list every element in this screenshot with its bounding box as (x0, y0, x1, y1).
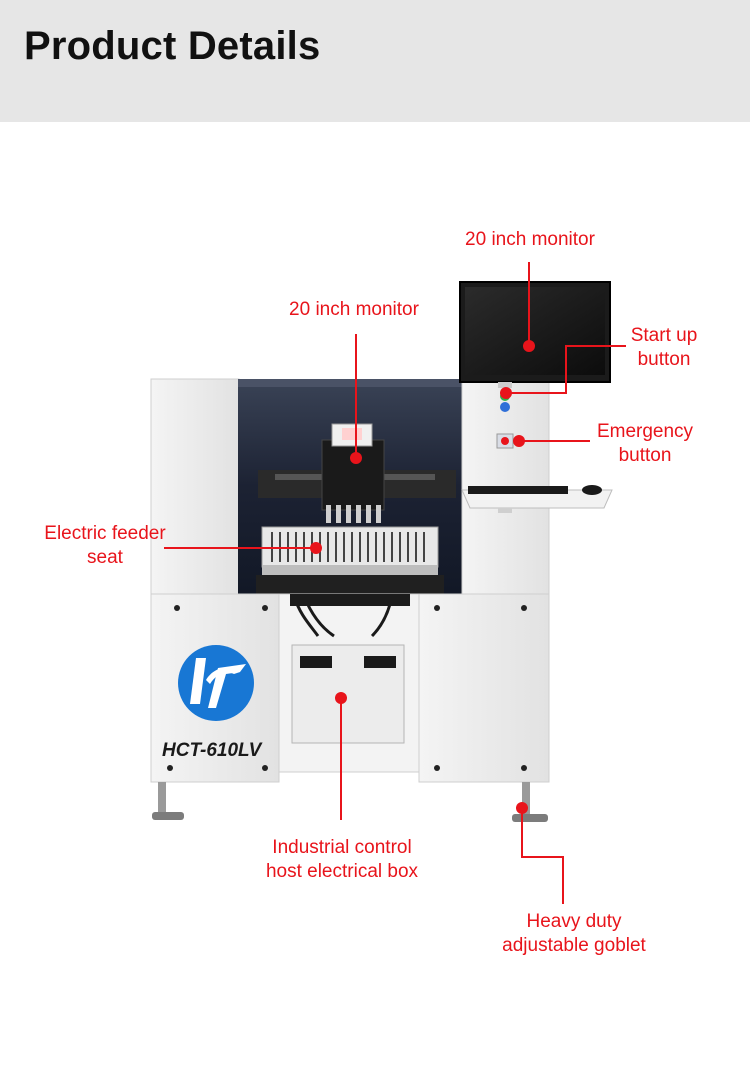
placement-head (321, 439, 385, 511)
callout-start-up-line1: Start up (630, 325, 698, 346)
marker-feeder (310, 542, 322, 554)
page-header: Product Details (0, 0, 750, 122)
lower-right-cabinet (418, 593, 550, 783)
marker-monitor-center (350, 452, 362, 464)
callout-goblet: Heavy duty adjustable goblet (488, 910, 660, 958)
brand-logo (178, 645, 254, 721)
callout-start-up-button: Start up button (620, 324, 708, 372)
mouse (582, 485, 602, 495)
callout-goblet-line1: Heavy duty (526, 911, 622, 932)
monitor-screen (465, 287, 605, 375)
page-title: Product Details (24, 24, 321, 68)
marker-monitor-right (523, 340, 535, 352)
callout-start-up-line2: button (637, 349, 691, 370)
callout-electrical-box-line1: Industrial control (272, 837, 412, 858)
callout-electric-feeder-seat: Electric feeder seat (34, 522, 176, 570)
callout-feeder-line1: Electric feeder (44, 523, 166, 544)
right-foot (512, 814, 548, 822)
marker-electrical-box (335, 692, 347, 704)
callout-monitor-center: 20 inch monitor (278, 298, 430, 322)
callout-electrical-box: Industrial control host electrical box (250, 836, 434, 884)
marker-start-up (500, 387, 512, 399)
callout-monitor-right: 20 inch monitor (454, 228, 606, 252)
callout-feeder-line2: seat (87, 547, 123, 568)
marker-goblet (516, 802, 528, 814)
left-foot (152, 812, 184, 820)
marker-emergency (513, 435, 525, 447)
callout-monitor-center-line1: 20 inch monitor (289, 299, 419, 320)
callout-goblet-line2: adjustable goblet (502, 935, 646, 956)
callout-emergency-button: Emergency button (588, 420, 702, 468)
model-label: HCT-610LV (162, 740, 263, 761)
start-button-blue (500, 402, 510, 412)
callout-emergency-line1: Emergency (596, 421, 694, 442)
keyboard (468, 486, 568, 494)
callout-monitor-right-line1: 20 inch monitor (465, 229, 595, 250)
callout-emergency-line2: button (618, 445, 672, 466)
callout-electrical-box-line2: host electrical box (265, 861, 419, 882)
